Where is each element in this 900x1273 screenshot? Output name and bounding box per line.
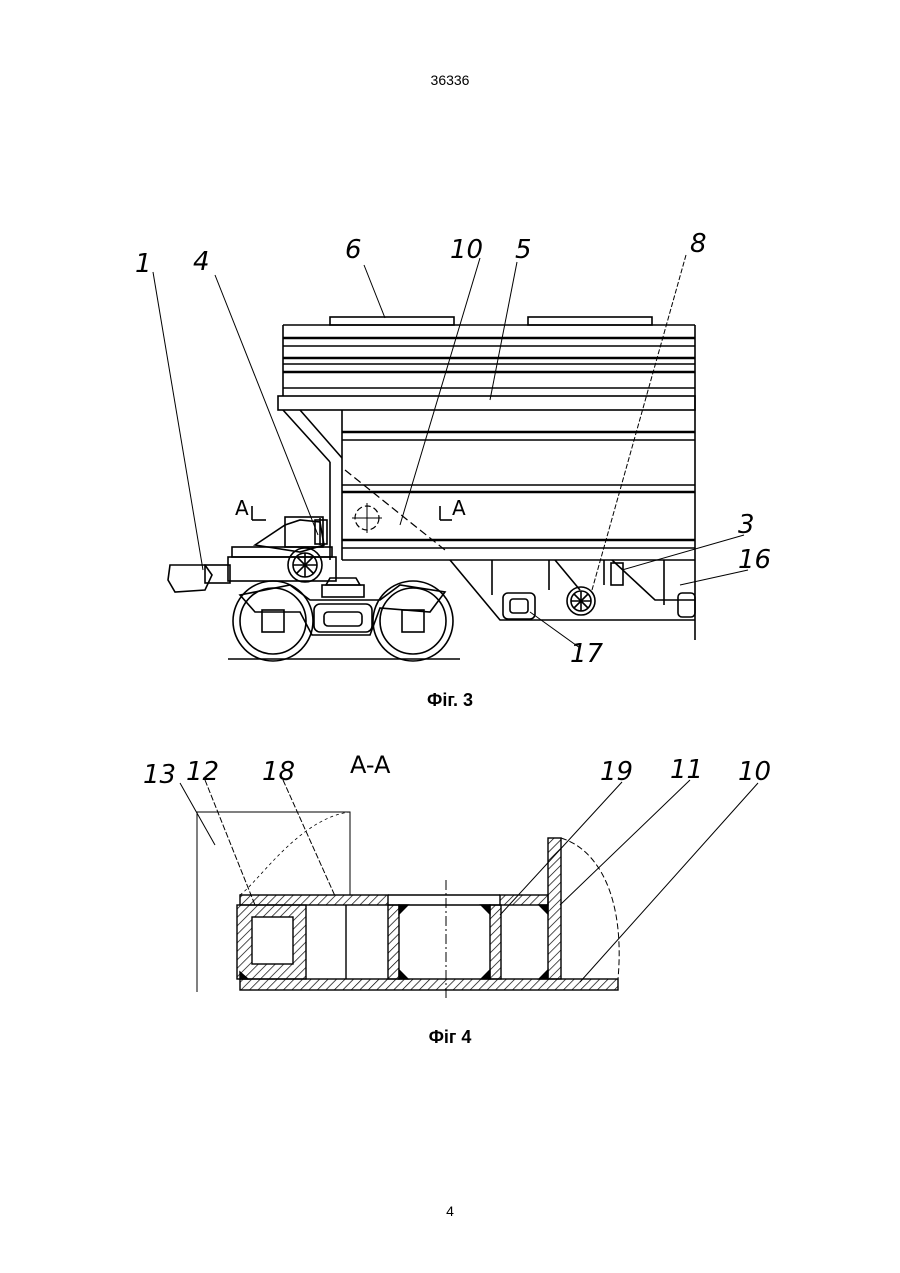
label-17: 17 [570,639,604,669]
section-title: A-A [350,751,391,779]
label-12: 12 [186,757,219,787]
label-3: 3 [738,510,755,540]
figure-4-caption: Фіг 4 [0,1027,900,1048]
label-11: 11 [670,755,703,785]
label-1: 1 [135,249,152,279]
label-18: 18 [262,757,295,787]
figure-3-drawing: 1 4 6 10 5 8 3 16 17 A A [0,0,900,690]
section-mark-left: A [235,496,249,520]
label-6: 6 [345,235,362,265]
label-10-fig4: 10 [738,757,771,787]
label-8: 8 [690,229,707,259]
figure-3-caption: Фіг. 3 [0,690,900,711]
label-4: 4 [193,247,210,277]
label-16: 16 [738,545,771,575]
label-19: 19 [600,757,633,787]
label-13: 13 [143,760,176,790]
label-10: 10 [450,235,483,265]
label-5: 5 [515,235,532,265]
section-mark-right: A [452,496,466,520]
page-number: 4 [0,1203,900,1219]
